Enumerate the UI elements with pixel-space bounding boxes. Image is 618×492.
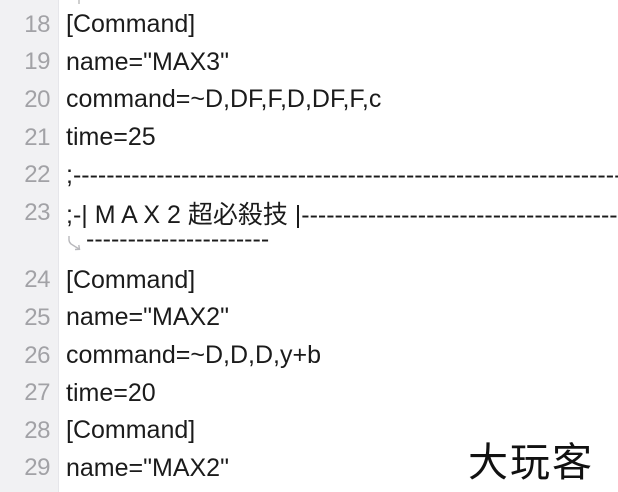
code-line[interactable]: 28 [Command] — [0, 412, 618, 450]
line-text[interactable]: name="MAX2" — [66, 303, 229, 332]
line-text[interactable]: [Command] — [66, 265, 196, 294]
line-text[interactable]: ;---------------------------------------… — [66, 160, 618, 189]
line-number: 21 — [24, 123, 50, 151]
line-number: 18 — [24, 10, 50, 38]
code-line[interactable]: 18 [Command] — [0, 6, 618, 44]
line-number-gutter — [0, 0, 59, 492]
line-number: 28 — [24, 416, 50, 444]
line-text[interactable]: command=~D,DF,F,D,DF,F,c — [66, 85, 382, 114]
line-text[interactable]: name="MAX3" — [66, 47, 229, 76]
line-text[interactable]: ;-| M A X 2 超必殺技 |----------------------… — [66, 200, 618, 229]
code-line[interactable]: 29 name="MAX2" — [0, 450, 618, 488]
line-number: 20 — [24, 85, 50, 113]
line-text[interactable]: name="MAX2" — [66, 453, 229, 482]
line-number: 24 — [24, 266, 50, 294]
code-line[interactable]: 27 time=20 — [0, 374, 618, 412]
line-text[interactable]: command=~D,D,D,y+b — [66, 341, 321, 370]
line-text[interactable]: [Command] — [66, 10, 196, 39]
line-number: 23 — [24, 198, 50, 226]
scroll-edge-marker — [78, 0, 80, 4]
line-number: 26 — [24, 341, 50, 369]
watermark-logo: 大玩客 — [462, 440, 600, 486]
line-number: 27 — [24, 379, 50, 407]
line-number: 22 — [24, 161, 50, 189]
line-number: 19 — [24, 48, 50, 76]
wrapped-line-continuation[interactable]: ---------------------- — [0, 225, 618, 262]
code-lines: 18 [Command] 19 name="MAX3" 20 command=~… — [0, 6, 618, 487]
code-line[interactable]: 26 command=~D,D,D,y+b — [0, 337, 618, 375]
code-line[interactable]: 25 name="MAX2" — [0, 299, 618, 337]
line-text-continuation[interactable]: ---------------------- — [86, 225, 270, 254]
soft-wrap-arrow-icon — [66, 234, 84, 252]
code-line[interactable]: 19 name="MAX3" — [0, 44, 618, 82]
line-text[interactable]: time=25 — [66, 123, 156, 152]
code-line[interactable]: 24 [Command] — [0, 262, 618, 300]
line-text[interactable]: time=20 — [66, 378, 156, 407]
line-number: 25 — [24, 303, 50, 331]
code-line[interactable]: 21 time=25 — [0, 119, 618, 157]
code-line[interactable]: 23 ;-| M A X 2 超必殺技 |-------------------… — [0, 194, 618, 232]
code-line[interactable]: 20 command=~D,DF,F,D,DF,F,c — [0, 81, 618, 119]
line-number: 29 — [24, 454, 50, 482]
code-line[interactable]: 22 ;------------------------------------… — [0, 156, 618, 194]
line-text[interactable]: [Command] — [66, 416, 196, 445]
